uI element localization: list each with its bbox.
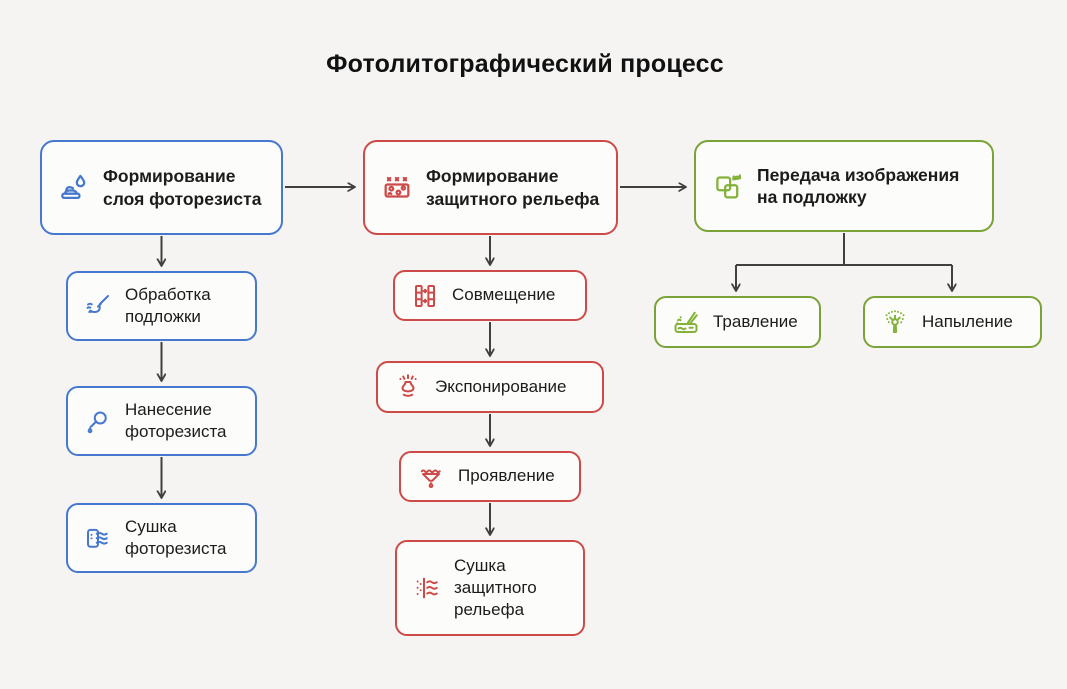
step-label: Нанесение фоторезиста	[125, 399, 227, 441]
substrate-cleaning-icon	[83, 291, 113, 321]
etching-icon	[671, 307, 701, 337]
step-label: Совмещение	[452, 285, 556, 305]
step-exposure: Экспонирование	[376, 361, 604, 413]
step-label: Сушка защитного рельефа	[454, 555, 537, 620]
stage-label: Передача изображения на подложку	[757, 164, 960, 207]
step-label: Травление	[713, 311, 798, 331]
resist-coating-icon	[57, 171, 91, 205]
sputtering-icon	[880, 307, 910, 337]
step-etching: Травление	[654, 296, 821, 348]
step-label: Напыление	[922, 311, 1013, 331]
stage-image-transfer-header: Передача изображения на подложку	[694, 140, 994, 232]
step-alignment: Совмещение	[393, 270, 587, 321]
step-development: Проявление	[399, 451, 581, 502]
step-label: Проявление	[458, 466, 555, 486]
step-label: Обработка подложки	[125, 284, 211, 326]
step-relief-drying: Сушка защитного рельефа	[395, 540, 585, 636]
diagram-title: Фотолитографический процесс	[326, 50, 724, 78]
step-label: Экспонирование	[435, 376, 567, 396]
stage-label: Формирование защитного рельефа	[426, 166, 600, 209]
stage-protective-relief-header: Формирование защитного рельефа	[363, 140, 618, 235]
stage-label: Формирование слоя фоторезиста	[103, 166, 262, 209]
resist-dropper-icon	[83, 406, 113, 436]
relief-drying-icon	[412, 573, 442, 603]
resist-drying-icon	[83, 523, 113, 553]
image-transfer-icon	[711, 169, 745, 203]
exposure-icon	[393, 372, 423, 402]
stage-photoresist-layer-header: Формирование слоя фоторезиста	[40, 140, 283, 235]
step-resist-drying: Сушка фоторезиста	[66, 503, 257, 573]
step-substrate-processing: Обработка подложки	[66, 271, 257, 341]
step-label: Сушка фоторезиста	[125, 516, 227, 558]
step-sputtering: Напыление	[863, 296, 1042, 348]
mask-pattern-icon	[380, 171, 414, 205]
alignment-icon	[410, 281, 440, 311]
development-icon	[416, 462, 446, 492]
step-resist-application: Нанесение фоторезиста	[66, 386, 257, 456]
